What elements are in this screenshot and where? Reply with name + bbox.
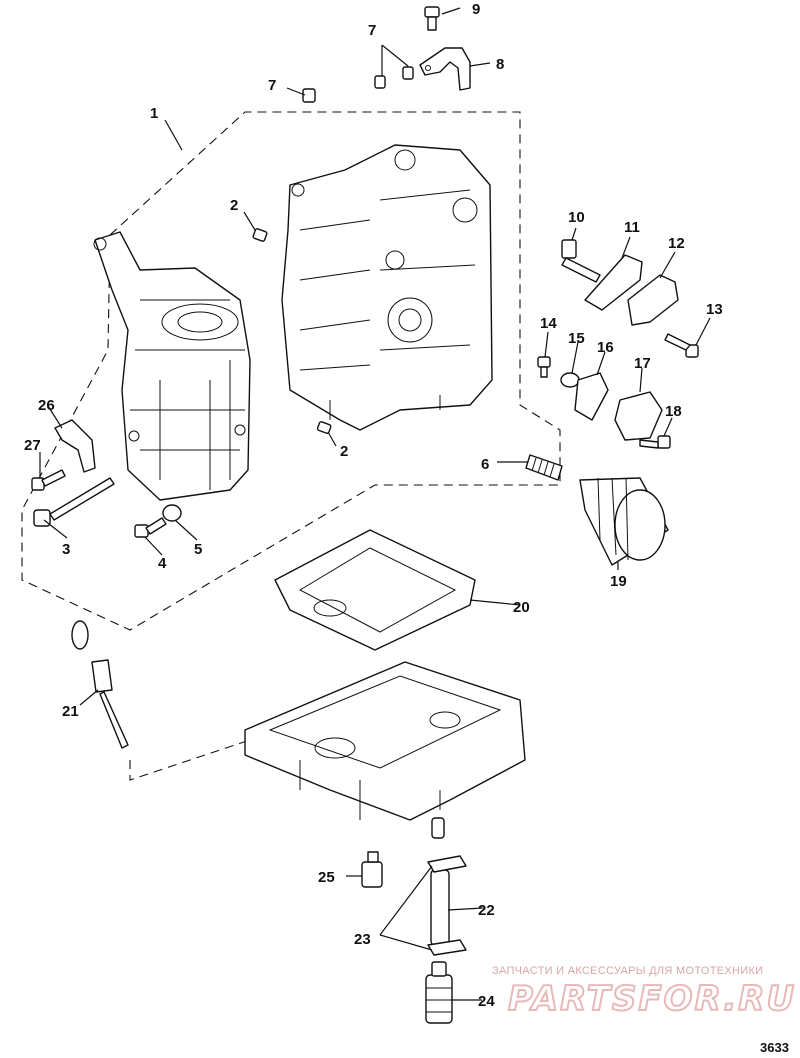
callout-25: 25 — [318, 869, 335, 886]
watermark-brand: PARTSFOR.RU — [508, 979, 796, 1019]
fitting-25 — [361, 851, 383, 888]
callout-7-top: 7 — [368, 22, 376, 39]
dipstick-21 — [71, 620, 129, 749]
leader-lines — [39, 7, 711, 1001]
cylinder-block-right-half — [281, 144, 493, 431]
clamp-23-bottom — [427, 939, 467, 956]
callout-16: 16 — [597, 339, 614, 356]
callout-22: 22 — [478, 902, 495, 919]
callout-9: 9 — [472, 1, 480, 18]
watermark-caption: ЗАПЧАСТИ И АКСЕССУАРЫ ДЛЯ МОТОТЕХНИКИ — [492, 965, 763, 977]
assembly-dashed-outline — [21, 111, 561, 631]
bolt-13 — [664, 333, 699, 358]
callout-7-left: 7 — [268, 77, 276, 94]
callout-19: 19 — [610, 573, 627, 590]
callout-6: 6 — [481, 456, 489, 473]
bolt-9 — [424, 6, 440, 31]
callout-24: 24 — [478, 993, 495, 1010]
callout-2-top: 2 — [230, 197, 238, 214]
callout-20: 20 — [513, 599, 530, 616]
callout-12: 12 — [668, 235, 685, 252]
fitting-6 — [525, 454, 563, 481]
bolt-3 — [33, 477, 115, 527]
callout-3: 3 — [62, 541, 70, 558]
thermostat-cover-17 — [614, 391, 663, 441]
callout-8: 8 — [496, 56, 504, 73]
callout-2-bottom: 2 — [340, 443, 348, 460]
callout-26: 26 — [38, 397, 55, 414]
washer-15 — [560, 372, 580, 388]
temperature-sender-10 — [561, 239, 601, 283]
cover-12 — [627, 274, 679, 326]
callout-5: 5 — [194, 541, 202, 558]
gasket-16 — [574, 372, 609, 421]
nipple-pan-outlet — [431, 817, 445, 839]
callout-23: 23 — [354, 931, 371, 948]
callout-4: 4 — [158, 555, 167, 572]
bolt-4 — [134, 517, 167, 538]
callout-18: 18 — [665, 403, 682, 420]
bolt-27 — [31, 469, 66, 491]
dowel-7b — [402, 66, 414, 80]
dowel-7a — [374, 75, 386, 89]
dowel-7c — [302, 88, 316, 103]
cylinder-block-left-half — [93, 231, 251, 501]
oil-pan-dipstick-dashed-link — [129, 739, 251, 781]
dowel-2a — [252, 228, 268, 242]
hose-22 — [430, 869, 450, 946]
callout-27: 27 — [24, 437, 41, 454]
clip-26 — [54, 419, 96, 473]
oil-pan-adaptor — [244, 661, 526, 821]
washer-5 — [162, 504, 182, 522]
gasket-20 — [274, 529, 476, 651]
clamp-23-top — [427, 855, 467, 873]
callout-15: 15 — [568, 330, 585, 347]
callout-10: 10 — [568, 209, 585, 226]
strainer-24 — [425, 961, 453, 1024]
gasket-11 — [584, 254, 643, 311]
dowel-2b — [316, 421, 332, 434]
bolt-14 — [537, 356, 551, 378]
callout-labels: 9 8 7 7 1 2 2 6 10 11 12 13 14 15 16 17 … — [24, 1, 723, 1010]
figure-number: 3633 — [760, 1040, 789, 1055]
watermark: ЗАПЧАСТИ И АКСЕССУАРЫ ДЛЯ МОТОТЕХНИКИ PA… — [492, 965, 796, 1020]
callout-21: 21 — [62, 703, 79, 720]
bracket-8 — [419, 47, 471, 91]
callout-13: 13 — [706, 301, 723, 318]
bolt-18 — [639, 435, 671, 449]
callout-17: 17 — [634, 355, 651, 372]
callout-11: 11 — [624, 219, 640, 236]
callout-14: 14 — [540, 315, 557, 332]
oil-filter-19 — [579, 477, 669, 566]
callout-1: 1 — [150, 105, 158, 122]
